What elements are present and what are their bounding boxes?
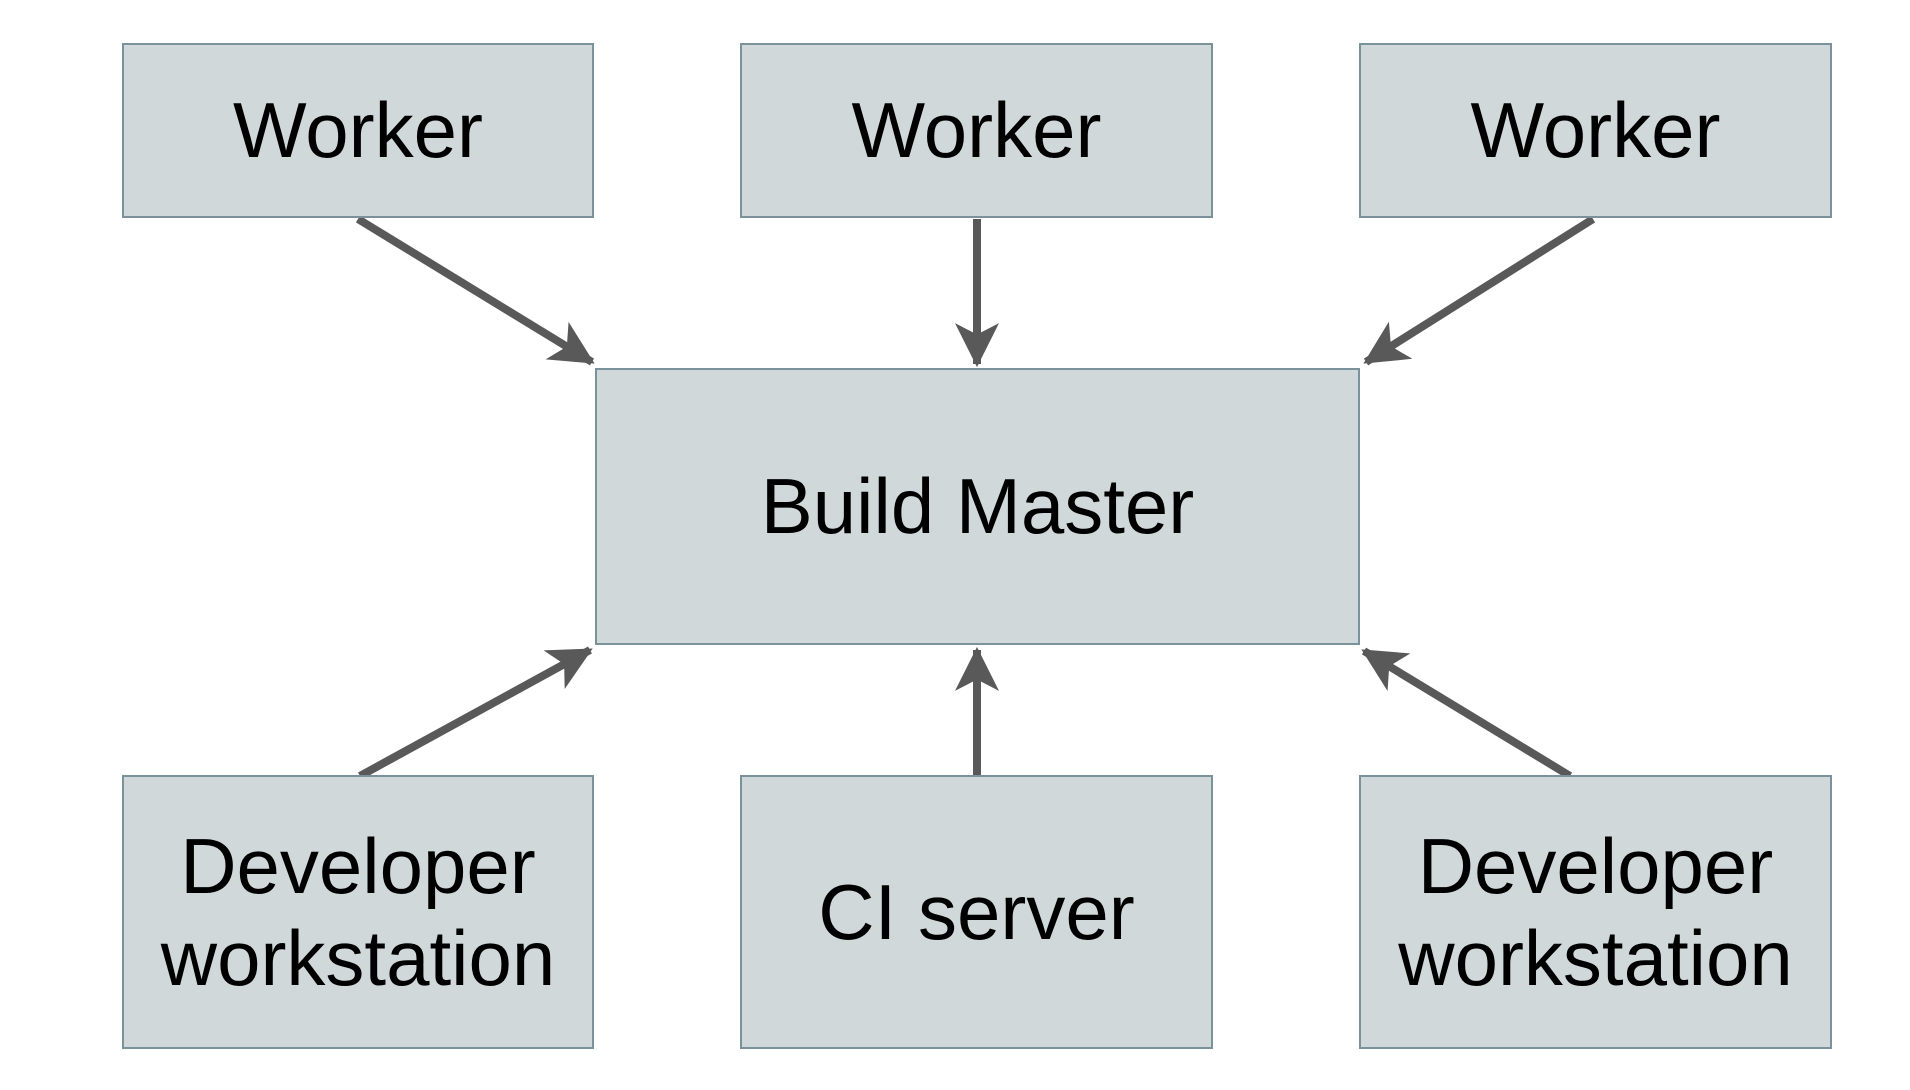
node-label: Developer workstation (1398, 821, 1793, 1002)
arrow-developer-workstation-2-to-build-master (1361, 647, 1573, 780)
node-developer-workstation-1: Developer workstation (122, 775, 594, 1049)
node-worker-1: Worker (122, 43, 594, 218)
node-label: Developer workstation (160, 821, 556, 1002)
node-ci-server: CI server (740, 775, 1213, 1049)
node-label: CI server (818, 867, 1135, 956)
node-label: Build Master (760, 462, 1195, 551)
node-worker-2: Worker (740, 43, 1213, 218)
node-label: Worker (1470, 86, 1721, 175)
arrow-worker-3-to-build-master (1363, 215, 1596, 366)
node-worker-3: Worker (1359, 43, 1832, 218)
node-build-master: Build Master (595, 368, 1360, 645)
node-label: Worker (851, 86, 1102, 175)
arrow-developer-workstation-1-to-build-master (358, 646, 593, 780)
arrow-worker-1-to-build-master (355, 215, 595, 366)
node-label: Worker (233, 86, 483, 175)
node-developer-workstation-2: Developer workstation (1359, 775, 1832, 1049)
